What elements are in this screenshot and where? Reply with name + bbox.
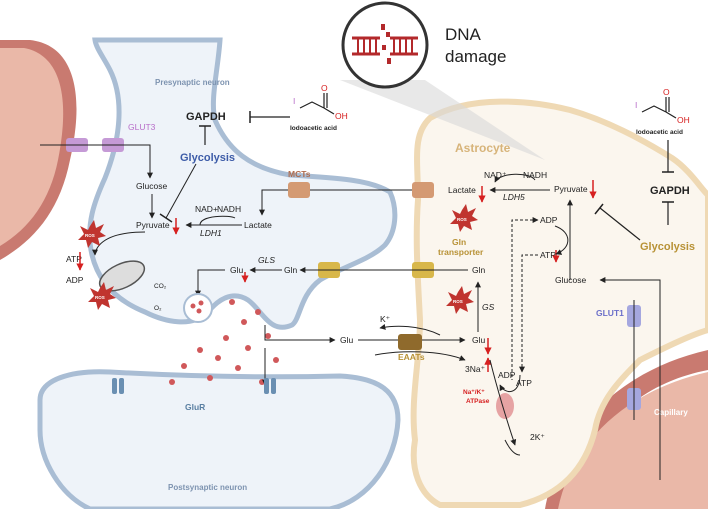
svg-text:ROS: ROS (95, 295, 105, 300)
astro-2k: 2K⁺ (530, 432, 545, 442)
astro-gs: GS (482, 302, 495, 312)
neuron-atp: ATP (66, 254, 82, 264)
astro-3na: 3Na⁺ (465, 364, 486, 374)
left-vessel (0, 40, 77, 260)
eaats-label: EAATs (398, 352, 425, 362)
neuron-gapdh: GAPDH (186, 111, 226, 123)
dna-damage-label-line1: DNA (445, 25, 482, 44)
astro-nadh: NADH (523, 170, 547, 180)
astro-atp2: ATP (516, 378, 532, 388)
cleft-glu: Glu (340, 335, 354, 345)
glur-receptors (112, 378, 276, 394)
ros-burst-2: ROS (88, 282, 116, 310)
neuron-nadp: NAD+ (195, 204, 218, 214)
neuron-gls: GLS (258, 255, 275, 265)
gln-transporter-line1: Gln (452, 237, 466, 247)
gln-transporter-line2: transporter (438, 247, 484, 257)
astro-iodo-label: Iodoacetic acid (636, 129, 683, 136)
mitochondrion (98, 260, 146, 292)
synaptic-vesicle (183, 293, 213, 323)
neuron-nadh: NADH (217, 204, 241, 214)
mcts-label: MCTs (288, 169, 311, 179)
astro-ldh5: LDH5 (503, 192, 525, 202)
astro-kplus: K⁺ (380, 314, 391, 324)
astro-nadp: NAD⁺ (484, 170, 507, 180)
postsynaptic-label: Postsynaptic neuron (168, 483, 247, 492)
astro-lactate: Lactate (448, 185, 476, 195)
nak-line2: ATPase (466, 398, 490, 405)
astro-atp: ATP (540, 250, 556, 260)
astro-glucose: Glucose (555, 275, 586, 285)
astrocyte-label: Astrocyte (455, 141, 511, 155)
dna-zoom-cone (340, 80, 545, 160)
neuron-glucose: Glucose (136, 181, 167, 191)
neuron-iodo-i: I (293, 96, 295, 106)
astrocyte-body (410, 98, 708, 508)
neuron-glycolysis: Glycolysis (180, 152, 235, 164)
astro-gln: Gln (472, 265, 486, 275)
svg-text:ROS: ROS (453, 299, 463, 304)
astro-iodo-oh: OH (677, 115, 690, 125)
neuron-co2: CO₂ (154, 283, 167, 290)
presynaptic-neuron-body (87, 37, 398, 330)
neuron-o2: O₂ (154, 305, 162, 312)
astro-pyruvate: Pyruvate (554, 184, 588, 194)
neuron-iodo-oh: OH (335, 111, 348, 121)
glut1-label: GLUT1 (596, 308, 624, 318)
astro-glycolysis: Glycolysis (640, 241, 695, 253)
astro-iodo-i: I (635, 100, 637, 110)
presynaptic-label: Presynaptic neuron (155, 78, 230, 87)
capillary-vessel (545, 350, 708, 509)
astro-adp2: ADP (498, 370, 516, 380)
neuron-adp: ADP (66, 275, 84, 285)
eaat-transporter (398, 334, 422, 350)
neuron-iodo-label: Iodoacetic acid (290, 125, 337, 132)
astro-gapdh: GAPDH (650, 185, 690, 197)
mct-transporters (288, 182, 434, 198)
neuron-iodoacetic-structure (299, 93, 335, 115)
neuron-glu: Glu (230, 265, 244, 275)
neuron-iodo-o: O (321, 83, 328, 93)
dna-damage-label-line2: damage (445, 47, 506, 66)
glur-label: GluR (185, 402, 205, 412)
astro-iodoacetic-structure (641, 97, 677, 119)
astro-iodo-o: O (663, 87, 670, 97)
svg-text:ROS: ROS (85, 233, 95, 238)
capillary-label: Capillary (654, 408, 688, 417)
glut3-label: GLUT3 (128, 122, 156, 132)
postsynaptic-neuron-body (37, 369, 401, 509)
dna-damage-circle (341, 1, 429, 89)
nak-line1: Na⁺/K⁺ (463, 389, 485, 396)
neuron-lactate: Lactate (244, 220, 272, 230)
astro-glu: Glu (472, 335, 486, 345)
neuron-gln: Gln (284, 265, 298, 275)
ros-burst-astro-1: ROS (450, 204, 478, 232)
ros-burst-astro-2: ROS (446, 286, 474, 314)
neuron-pyruvate: Pyruvate (136, 220, 170, 230)
ros-burst-1: ROS (78, 220, 106, 248)
neuron-ldh1: LDH1 (200, 228, 222, 238)
svg-text:ROS: ROS (457, 217, 467, 222)
astro-adp: ADP (540, 215, 558, 225)
